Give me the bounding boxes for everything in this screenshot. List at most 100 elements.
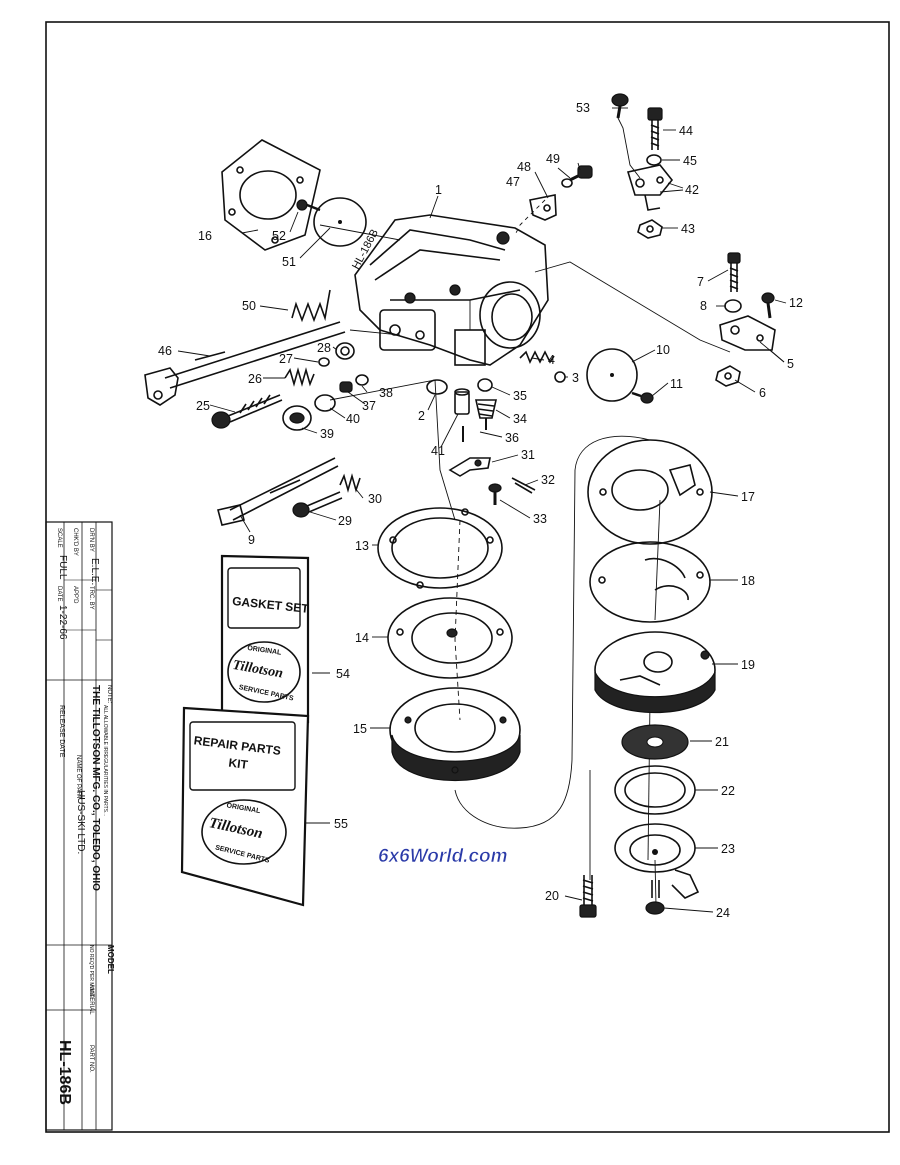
part-9-choke-shaft xyxy=(217,457,339,526)
part-39-plug xyxy=(282,405,312,431)
callout-21: 21 xyxy=(715,735,729,749)
part-19-pump-body xyxy=(594,631,716,713)
gasket-set-card: GASKET SET ORIGINAL Tillotson SERVICE PA… xyxy=(220,554,310,724)
callout-19: 19 xyxy=(741,658,755,672)
callout-52: 52 xyxy=(272,229,286,243)
part-50-spring xyxy=(291,289,331,323)
part-48-washer xyxy=(561,178,573,188)
part-13-metering-gasket xyxy=(377,507,503,589)
callout-23: 23 xyxy=(721,842,735,856)
part-45-washer xyxy=(646,154,662,166)
scale-value: FULL xyxy=(57,555,68,580)
part-32-pin xyxy=(511,477,536,494)
drawn-by-label: DR'N BY xyxy=(88,528,94,552)
part-14-metering-diaphragm xyxy=(387,597,513,679)
name-of-part-label: NAME OF PART xyxy=(75,755,81,800)
callout-1: 1 xyxy=(435,183,442,197)
part-6-nut xyxy=(715,365,741,387)
part-53-screw xyxy=(611,93,629,119)
part-21-screen xyxy=(621,724,689,760)
part-34-inlet-needle xyxy=(475,399,497,430)
callout-15: 15 xyxy=(353,722,367,736)
callout-55: 55 xyxy=(334,817,348,831)
part-11-screw xyxy=(631,391,654,404)
part-38-washer xyxy=(355,374,369,386)
callout-26: 26 xyxy=(248,372,262,386)
callout-11: 11 xyxy=(670,377,683,391)
callout-43: 43 xyxy=(681,222,695,236)
callout-14: 14 xyxy=(355,631,369,645)
part-18-pump-diaphragm xyxy=(589,541,711,623)
callout-35: 35 xyxy=(513,389,527,403)
release-date-label: RELEASE DATE xyxy=(58,705,65,758)
part-31-inlet-lever xyxy=(448,457,491,477)
callout-28: 28 xyxy=(317,341,331,355)
callout-41: 41 xyxy=(431,444,445,458)
callout-46: 46 xyxy=(158,344,172,358)
callout-20: 20 xyxy=(545,889,559,903)
part-17-pump-gasket xyxy=(587,439,713,545)
callout-12: 12 xyxy=(789,296,803,310)
callout-27: 27 xyxy=(279,352,293,366)
callout-9: 9 xyxy=(248,533,255,547)
callout-47: 47 xyxy=(506,175,520,189)
part-22-cover-gasket xyxy=(614,765,696,815)
callout-49: 49 xyxy=(546,152,560,166)
date-label: DATE xyxy=(56,586,62,602)
part-1-carburetor-body: HL-186B xyxy=(350,214,549,366)
callout-40: 40 xyxy=(346,412,360,426)
part-40-gasket xyxy=(314,394,336,412)
callout-31: 31 xyxy=(521,448,535,462)
drawing-border xyxy=(45,21,890,1133)
callout-53: 53 xyxy=(576,101,590,115)
callout-34: 34 xyxy=(513,412,527,426)
callout-44: 44 xyxy=(679,124,693,138)
gasket-set-top-arc: ORIGINAL xyxy=(247,645,283,657)
callout-33: 33 xyxy=(533,512,547,526)
part-26-spring xyxy=(284,367,315,387)
callout-labels: 1 2 3 4 5 6 7 8 9 10 11 12 13 14 15 16 1… xyxy=(158,101,803,920)
notes-line-2: NO REQ'D PER MODEL xyxy=(88,945,94,1000)
callout-7: 7 xyxy=(697,275,704,289)
material-label: MATERIAL xyxy=(88,985,94,1015)
part-8-washer xyxy=(724,299,742,313)
part-2-disc xyxy=(426,379,448,395)
notes-line-1: ALL ALLOWABLE IRREGULARITIES IN PARTS... xyxy=(102,705,108,816)
callout-6: 6 xyxy=(759,386,766,400)
callout-24: 24 xyxy=(716,906,730,920)
assembly-lines xyxy=(319,104,731,906)
scale-label: SCALE xyxy=(56,528,62,548)
part-44-screw xyxy=(647,107,663,150)
part-3-screw xyxy=(554,371,566,383)
model-label: MODEL xyxy=(106,945,115,974)
part-7-screw xyxy=(727,252,741,292)
callout-18: 18 xyxy=(741,574,755,588)
apprd-label: APP'D xyxy=(72,586,78,604)
part-51-throttle-plate xyxy=(313,197,367,247)
part-41-check-valve xyxy=(454,388,470,415)
part-24-screw xyxy=(645,880,665,915)
title-block: SCALE FULL DATE 1-22-66 CHK'D BY APP'D D… xyxy=(45,521,115,1131)
callout-32: 32 xyxy=(541,473,555,487)
part-37-fitting xyxy=(339,381,353,393)
callout-50: 50 xyxy=(242,299,256,313)
leader-lines xyxy=(177,107,787,913)
part-20-screw xyxy=(579,875,597,918)
part-30-spring xyxy=(339,473,361,493)
callout-37: 37 xyxy=(362,399,376,413)
part-5-lever xyxy=(719,315,776,351)
part-43-nut xyxy=(637,219,663,239)
body-marking: HL-186B xyxy=(350,227,381,271)
callout-22: 22 xyxy=(721,784,735,798)
part-15-metering-cover xyxy=(389,687,521,782)
callout-39: 39 xyxy=(320,427,334,441)
callout-3: 3 xyxy=(572,371,579,385)
part-4-spring xyxy=(519,350,555,364)
callout-8: 8 xyxy=(700,299,707,313)
part-10-choke-plate xyxy=(586,348,638,402)
part-46-throttle-shaft xyxy=(144,321,346,406)
callout-36: 36 xyxy=(505,431,519,445)
part-47-bracket xyxy=(529,194,557,221)
callout-2: 2 xyxy=(418,409,425,423)
part-16-flange-gasket xyxy=(221,139,321,251)
